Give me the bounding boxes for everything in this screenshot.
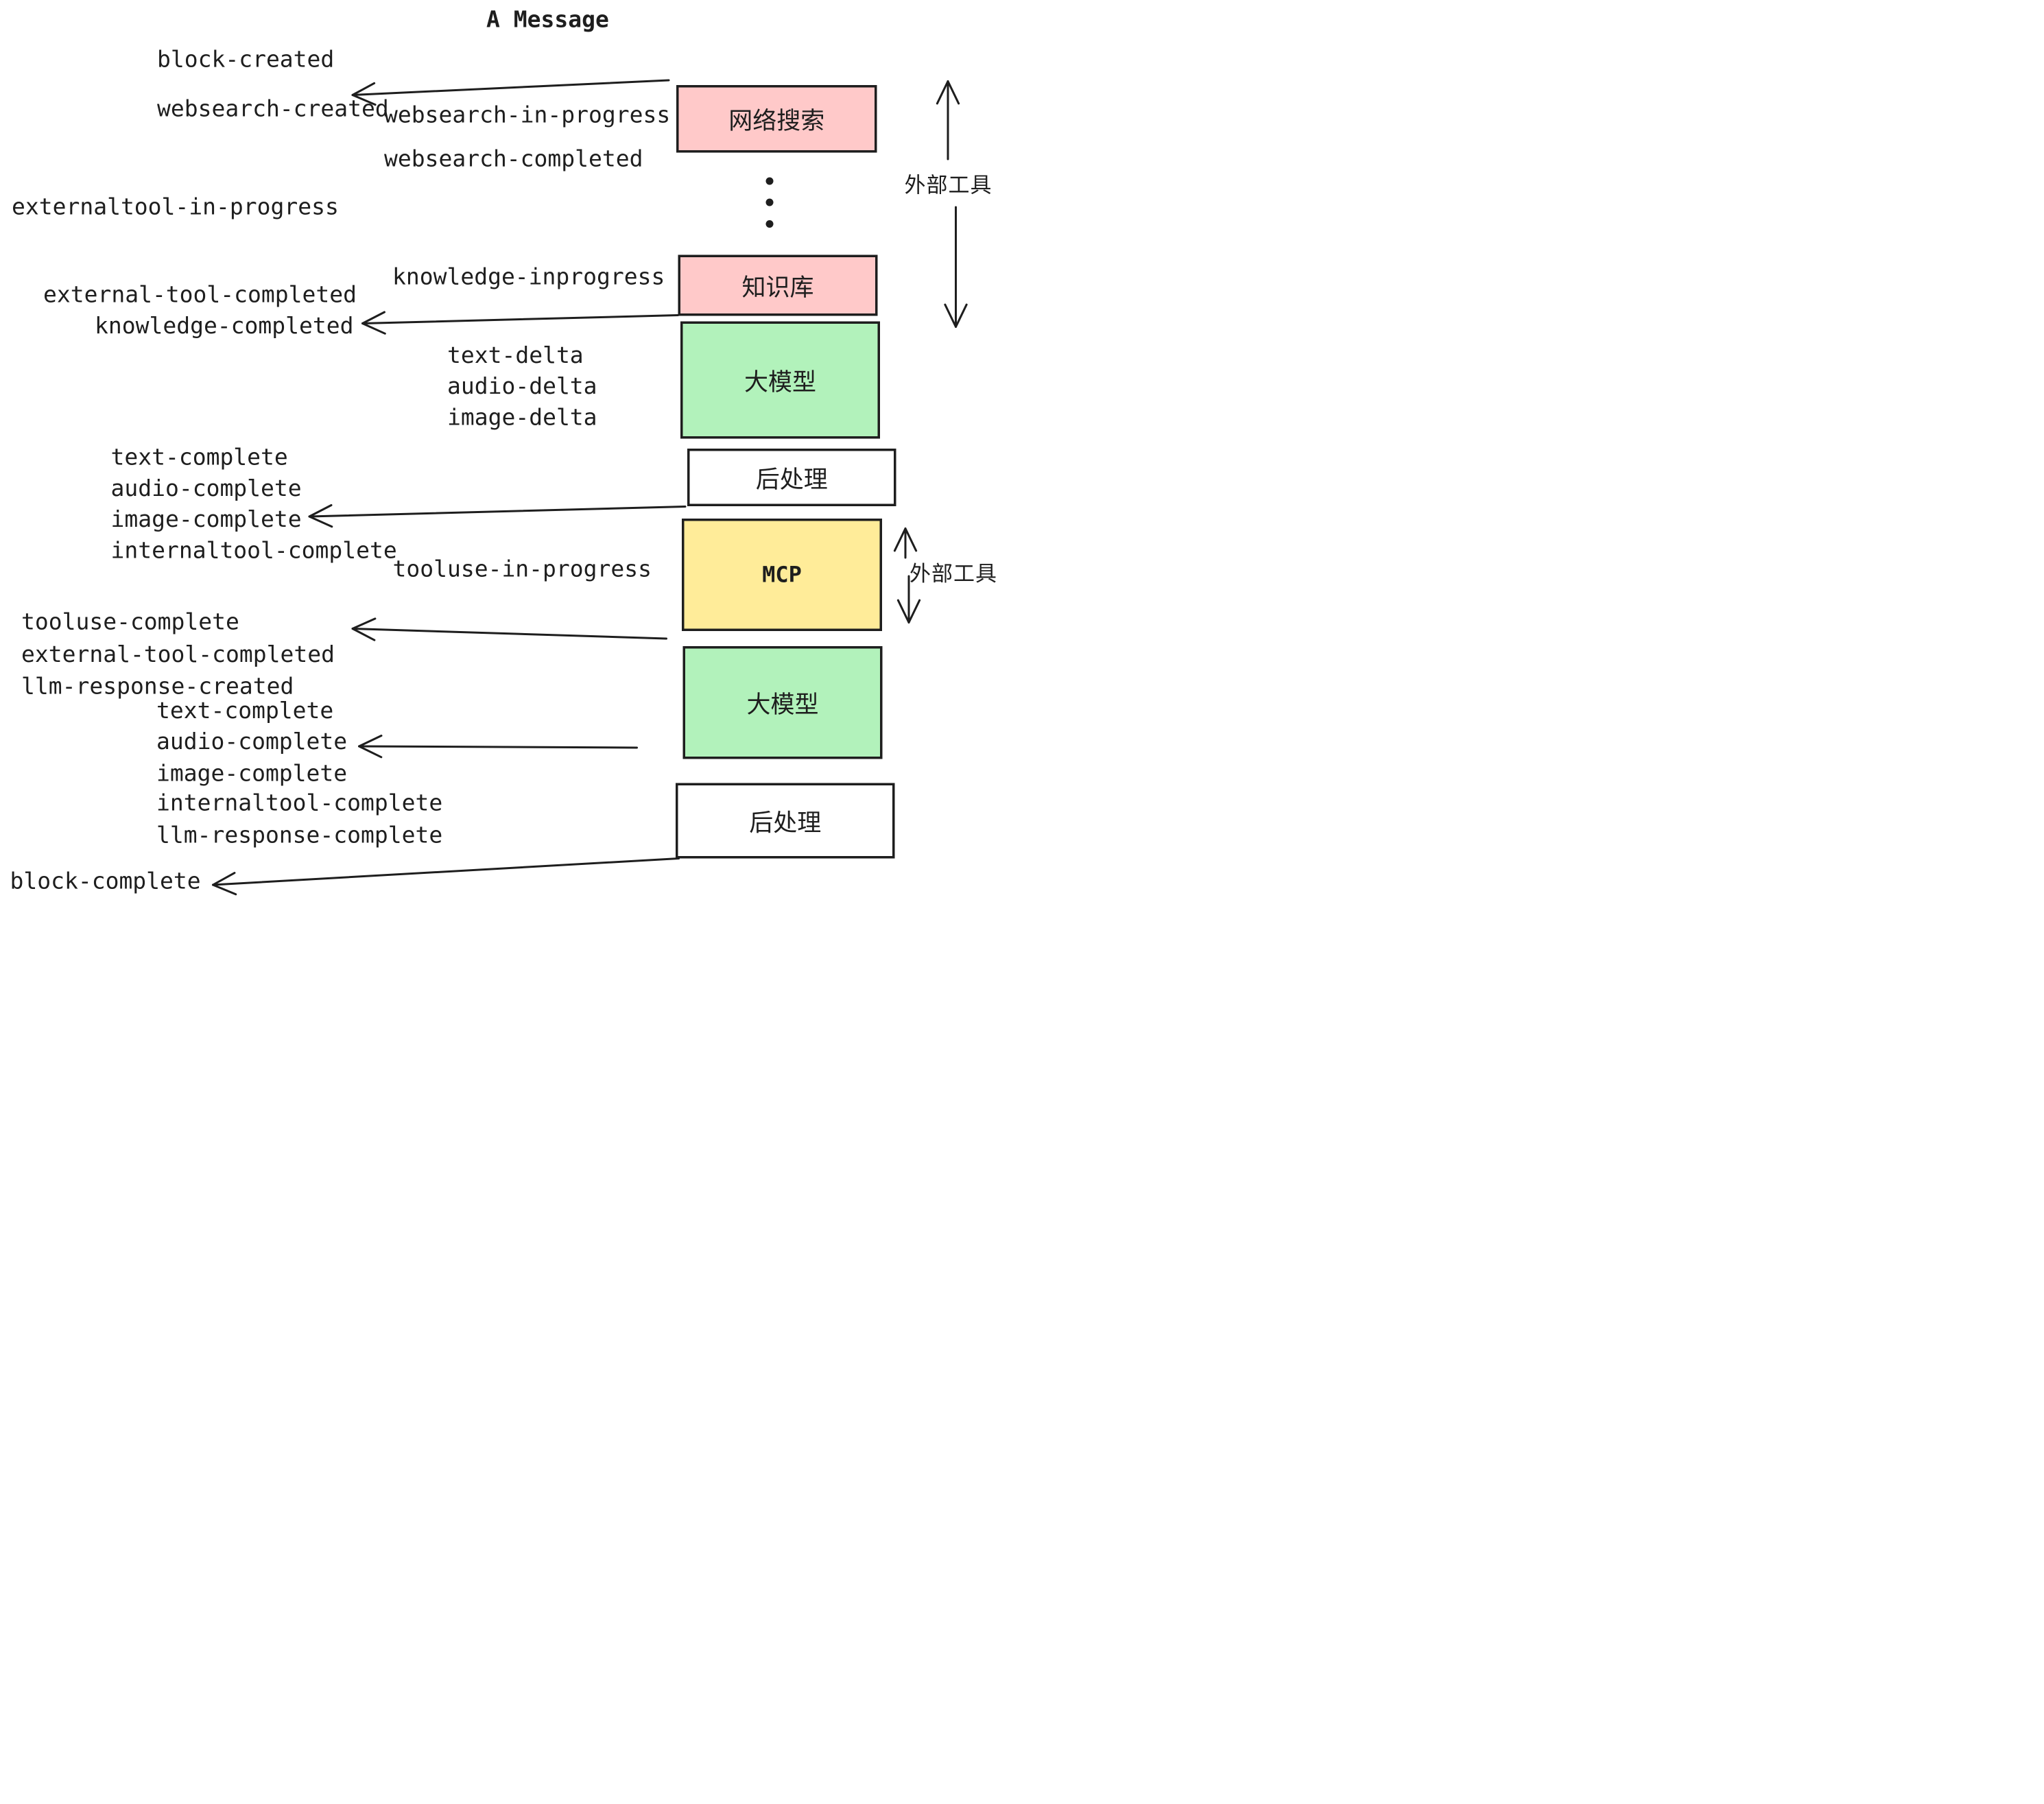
external-tools-bottom-up-arrow-head [893,527,918,552]
arrow-to-audio-complete [358,735,638,759]
external-tools-top-up-arrow [936,80,960,161]
event-label-llm-response-complete: llm-response-complete [156,822,443,848]
event-label-tooluse-in-progress: tooluse-in-progress [392,556,652,582]
event-label-audio-delta-1: audio-delta [447,372,597,399]
event-label-block-complete: block-complete [10,868,201,894]
event-label-text-complete-1: text-complete [110,444,288,471]
node-llm-2: 大模型 [682,646,883,759]
arrow-to-audio-complete-head [358,735,383,759]
event-label-externaltool-in-progress: externaltool-in-progress [12,193,339,220]
arrow-to-block-complete-head [212,872,237,896]
event-label-knowledge-completed: knowledge-completed [95,312,354,339]
side-label-external-tools-bottom: 外部工具 [910,561,998,586]
event-label-text-complete-2: text-complete [156,697,334,724]
node-post-2: 后处理 [676,783,895,859]
arrow-layer [212,79,968,896]
external-tools-bottom-down-arrow [896,575,921,624]
event-label-knowledge-inprogress: knowledge-inprogress [392,263,665,290]
node-knowledge: 知识库 [678,254,878,316]
arrow-to-knowledge-completed [361,311,679,335]
external-tools-bottom-down-arrow-head [896,599,921,624]
event-label-block-created: block-created [157,46,335,73]
arrow-to-knowledge-completed-head [361,311,386,335]
ellipsis-dot [765,220,774,228]
ellipsis-dot [765,198,774,206]
event-label-image-delta-1: image-delta [447,404,597,431]
event-label-tooluse-complete: tooluse-complete [21,608,239,635]
node-post-1: 后处理 [687,449,896,506]
event-label-text-delta-1: text-delta [447,342,584,368]
arrow-to-tooluse-complete [351,617,667,641]
arrow-to-image-complete-head [308,503,333,528]
node-websearch: 网络搜索 [676,85,877,153]
event-label-internaltool-complete-1: internaltool-complete [110,537,397,564]
event-label-llm-response-created: llm-response-created [21,673,294,700]
event-label-websearch-created: websearch-created [157,95,389,122]
event-label-external-tool-completed-1: external-tool-completed [43,281,357,308]
arrow-to-image-complete [308,503,687,528]
external-tools-top-up-arrow-head [936,80,960,105]
external-tools-bottom-up-arrow [893,527,918,559]
event-label-image-complete-2: image-complete [156,760,348,787]
arrow-to-block-complete [212,857,680,896]
event-label-internaltool-complete-2: internaltool-complete [156,790,443,816]
external-tools-top-down-arrow [944,206,968,328]
event-label-external-tool-completed-2: external-tool-completed [21,641,335,667]
node-llm-1: 大模型 [680,321,880,439]
event-label-websearch-completed: websearch-completed [384,145,643,172]
arrow-to-block-created-head [351,82,377,106]
arrow-to-block-created [351,79,670,106]
ellipsis-dot [765,177,774,185]
event-label-image-complete-1: image-complete [110,506,302,532]
page-title: A Message [486,6,609,33]
event-label-audio-complete-1: audio-complete [110,475,302,501]
side-label-external-tools-top: 外部工具 [904,172,993,198]
node-mcp: MCP [682,519,882,631]
event-label-audio-complete-2: audio-complete [156,728,348,755]
arrow-to-tooluse-complete-head [351,617,377,641]
external-tools-top-down-arrow-head [944,303,968,328]
event-label-websearch-in-progress: websearch-in-progress [384,102,671,128]
